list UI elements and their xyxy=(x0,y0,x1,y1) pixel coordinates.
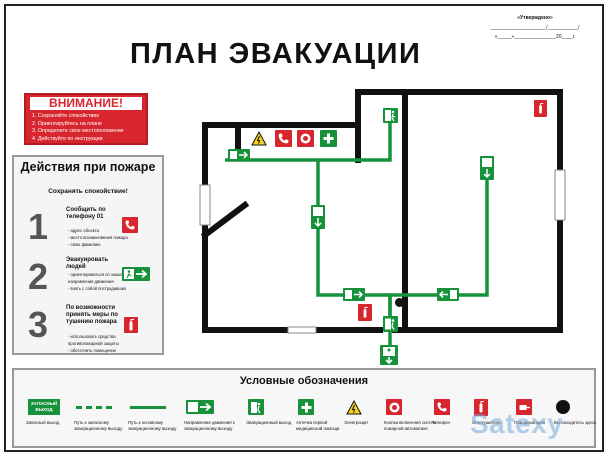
fire-extinguisher-icon xyxy=(358,304,372,321)
step-number: 1 xyxy=(28,206,49,247)
legend-item-dashed-route: Путь к запасному эвакуационному выходу xyxy=(68,398,126,446)
step-item: - использовать средства xyxy=(68,334,116,339)
legend-label: Пожарный кран xyxy=(514,420,546,425)
phone-icon xyxy=(275,130,292,147)
action-step-3: 3 По возможности принять меры по тушению… xyxy=(14,305,162,353)
fire-extinguisher-icon xyxy=(474,398,488,416)
watermark-text: Satexy xyxy=(470,408,564,439)
step-item: - адрес объекта xyxy=(68,228,99,233)
actions-title: Действия при пожаре xyxy=(20,160,156,174)
legend-item-you-are-here: Вы находитесь здесь xyxy=(548,398,606,446)
exit-arrow-left-icon xyxy=(437,288,459,301)
legend-label: Аптечка первой медицинской помощи xyxy=(296,420,340,431)
step-number: 2 xyxy=(28,256,49,297)
legend-label: Огнетушитель xyxy=(472,420,501,425)
legend-label: Эвакуационный выход xyxy=(246,420,292,425)
legend-label: Электрощит xyxy=(344,420,369,425)
step-heading: Эвакуировать людей xyxy=(66,257,109,270)
step-item: - свою фамилию xyxy=(68,242,101,247)
fire-alarm-button-icon xyxy=(297,130,314,147)
phone-icon xyxy=(122,217,138,233)
legend-label: Кнопка включения систем пожарной автомат… xyxy=(384,420,436,431)
attention-item: 1. Сохраняйте спокойствие xyxy=(32,113,100,119)
phone-icon xyxy=(434,399,450,415)
spare-exit-sign: ЗАПАСНЫЙ ВЫХОД xyxy=(28,399,60,415)
dashed-green-line xyxy=(76,405,112,409)
actions-subtitle: Сохранять спокойствие! xyxy=(48,188,128,195)
legend-item-spare-exit: ЗАПАСНЫЙ ВЫХОД Запасный выход xyxy=(20,398,78,446)
exit-arrow-icon xyxy=(122,267,150,281)
legend-item-direction: Направление движения к эвакуационному вы… xyxy=(178,398,236,446)
fire-extinguisher-icon xyxy=(534,100,547,117)
action-step-2: 2 Эвакуировать людей - ориентироваться п… xyxy=(14,257,162,305)
main-exit-icon xyxy=(380,345,398,365)
legend-item-alarm-button: Кнопка включения систем пожарной автомат… xyxy=(378,398,436,446)
legend-label: Запасный выход xyxy=(26,420,60,425)
legend-item-evac-exit: Эвакуационный выход xyxy=(240,398,298,446)
action-step-1: 1 Сообщить по телефону 01 - адрес объект… xyxy=(14,207,162,255)
legend-panel: Условные обозначения ЗАПАСНЫЙ ВЫХОД Запа… xyxy=(12,368,596,448)
step-item: - взять с собой пострадавших xyxy=(68,286,127,291)
approval-block: «Утверждено» ____________________/______… xyxy=(476,14,594,40)
window-opening xyxy=(199,184,211,226)
step-item: - обесточить помещение xyxy=(68,348,117,353)
step-item: - ориентироваться по знакам xyxy=(68,272,125,277)
approval-signature-line: ____________________/___________/ xyxy=(490,25,580,31)
evacuation-exit-icon xyxy=(383,108,398,123)
step-number: 3 xyxy=(28,304,49,345)
step-item: направления движения xyxy=(68,279,114,284)
attention-box: ВНИМАНИЕ! 1. Сохраняйте спокойствие 2. О… xyxy=(24,93,148,145)
step-heading: По возможности принять меры по тушению п… xyxy=(66,305,118,325)
attention-item: 2. Ориентируйтесь на плане xyxy=(32,120,102,127)
exit-arrow-icon xyxy=(343,288,365,301)
legend-item-first-aid: Аптечка первой медицинской помощи xyxy=(290,398,348,446)
legend-label: Путь к запасному эвакуационному выходу xyxy=(74,420,123,431)
solid-green-line xyxy=(130,405,166,409)
legend-label: Направление движения к эвакуационному вы… xyxy=(184,420,235,431)
fire-extinguisher-icon xyxy=(124,317,138,333)
fire-actions-panel: Действия при пожаре Сохранять спокойстви… xyxy=(12,155,164,355)
attention-item: 3. Определите свое местоположение xyxy=(32,128,124,134)
you-are-here-dot xyxy=(556,400,570,414)
exit-arrow-icon xyxy=(186,400,214,414)
approval-header: «Утверждено» xyxy=(517,15,553,21)
electric-hazard-icon xyxy=(251,131,267,146)
evacuation-exit-icon xyxy=(248,399,264,415)
legend-title: Условные обозначения xyxy=(239,375,369,387)
exit-arrow-icon xyxy=(228,149,250,161)
attention-title: ВНИМАНИЕ! xyxy=(30,97,142,110)
legend-label: Вы находитесь здесь xyxy=(554,420,597,425)
step-item: противопожарной защиты xyxy=(68,341,119,346)
legend-item-solid-route: Путь к основному эвакуационному выходу xyxy=(122,398,180,446)
step-item: - место возникновения пожара xyxy=(68,235,128,240)
legend-item-hydrant: Пожарный кран xyxy=(508,398,566,446)
legend-item-phone: Телефон xyxy=(426,398,484,446)
legend-item-electric: Электрощит xyxy=(338,398,396,446)
evacuation-exit-icon xyxy=(383,316,398,332)
page-title: ПЛАН ЭВАКУАЦИИ xyxy=(130,38,422,70)
window-opening xyxy=(287,326,317,334)
fire-alarm-button-icon xyxy=(386,399,402,415)
legend-item-extinguisher: Огнетушитель xyxy=(466,398,524,446)
you-are-here-dot xyxy=(395,298,404,307)
fire-hydrant-icon xyxy=(516,399,532,415)
window-opening xyxy=(554,169,566,221)
exit-arrow-down-icon xyxy=(480,156,494,180)
exit-arrow-down-icon xyxy=(311,205,325,229)
legend-label: Телефон xyxy=(432,420,450,425)
electric-hazard-icon xyxy=(346,399,362,415)
first-aid-icon xyxy=(298,399,314,415)
approval-date-line: «_____»_______________20____г. xyxy=(494,34,576,40)
step-heading: Сообщить по телефону 01 xyxy=(66,207,106,220)
first-aid-icon xyxy=(320,130,337,147)
legend-label: Путь к основному эвакуационному выходу xyxy=(128,420,177,431)
attention-item: 4. Действуйте по инструкции xyxy=(32,135,103,142)
